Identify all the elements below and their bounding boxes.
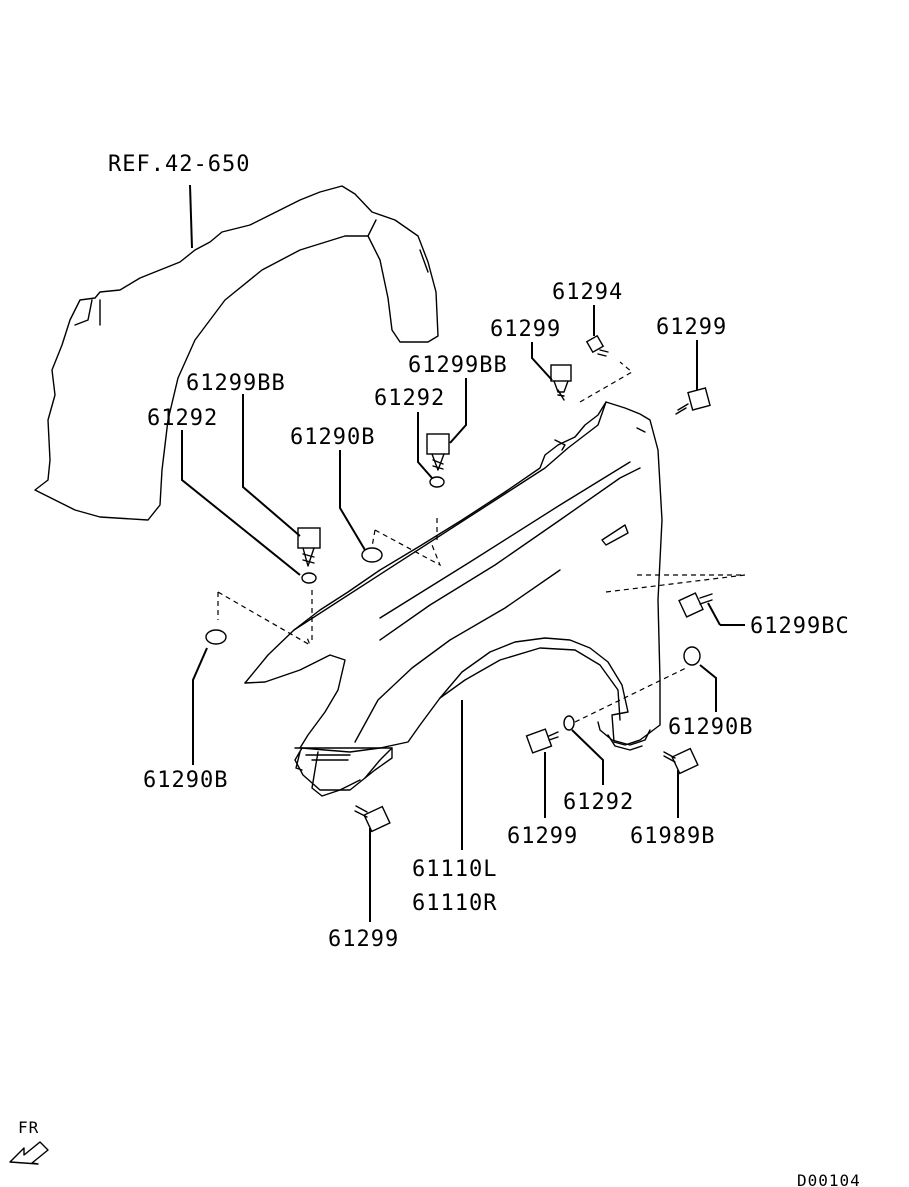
nut-61292-mid xyxy=(429,476,445,488)
label-61299-right: 61299 xyxy=(656,315,727,340)
bolt-61299-right xyxy=(675,387,711,415)
label-61299bb-mid: 61299BB xyxy=(408,353,508,378)
label-61299bc: 61299BC xyxy=(750,614,850,639)
footer: FR D00104 xyxy=(9,1118,861,1187)
clip-61290b-right xyxy=(683,646,701,666)
drawing-code: D00104 xyxy=(797,1171,861,1187)
mounting-guide-lines xyxy=(217,361,746,723)
label-61292-left: 61292 xyxy=(147,406,218,431)
label-61299-top: 61299 xyxy=(490,317,561,342)
clip-61290b-mid xyxy=(361,547,383,563)
label-61989b: 61989B xyxy=(630,824,715,849)
leader-lines xyxy=(181,184,745,922)
bolt-61299-bottom-left xyxy=(354,805,391,833)
label-61290b-right: 61290B xyxy=(668,715,753,740)
front-fender xyxy=(244,401,663,797)
fasteners xyxy=(205,334,713,833)
bolt-61989b xyxy=(663,747,699,775)
bolt-61299bb-mid xyxy=(426,433,450,471)
label-61290b-left: 61290B xyxy=(143,768,228,793)
part-labels: REF.42-650 61294 61299 61299 61299BB 612… xyxy=(108,152,850,952)
label-61292-mid: 61292 xyxy=(374,386,445,411)
inner-fender-liner xyxy=(34,185,439,521)
label-61294: 61294 xyxy=(552,280,623,305)
label-61110l: 61110L xyxy=(412,857,497,882)
label-61110r: 61110R xyxy=(412,891,497,916)
front-arrow-icon xyxy=(9,1141,49,1165)
nut-61292-left xyxy=(301,572,317,584)
clip-61290b-left xyxy=(205,629,227,645)
nut-61292-bottom xyxy=(563,715,575,731)
label-61299bb-left: 61299BB xyxy=(186,371,286,396)
bolt-61299bc xyxy=(678,592,713,618)
label-ref-42-650: REF.42-650 xyxy=(108,152,250,177)
label-61299-bottom-left: 61299 xyxy=(328,927,399,952)
bolt-61299-bottom-mid xyxy=(525,728,559,754)
fr-label: FR xyxy=(18,1118,39,1137)
bolt-61299-top xyxy=(550,364,572,401)
bolt-61294 xyxy=(585,334,609,357)
label-61292-bottom: 61292 xyxy=(563,790,634,815)
label-61290b-mid: 61290B xyxy=(290,425,375,450)
bolt-61299bb-left xyxy=(297,527,321,567)
label-61299-bottom-mid: 61299 xyxy=(507,824,578,849)
